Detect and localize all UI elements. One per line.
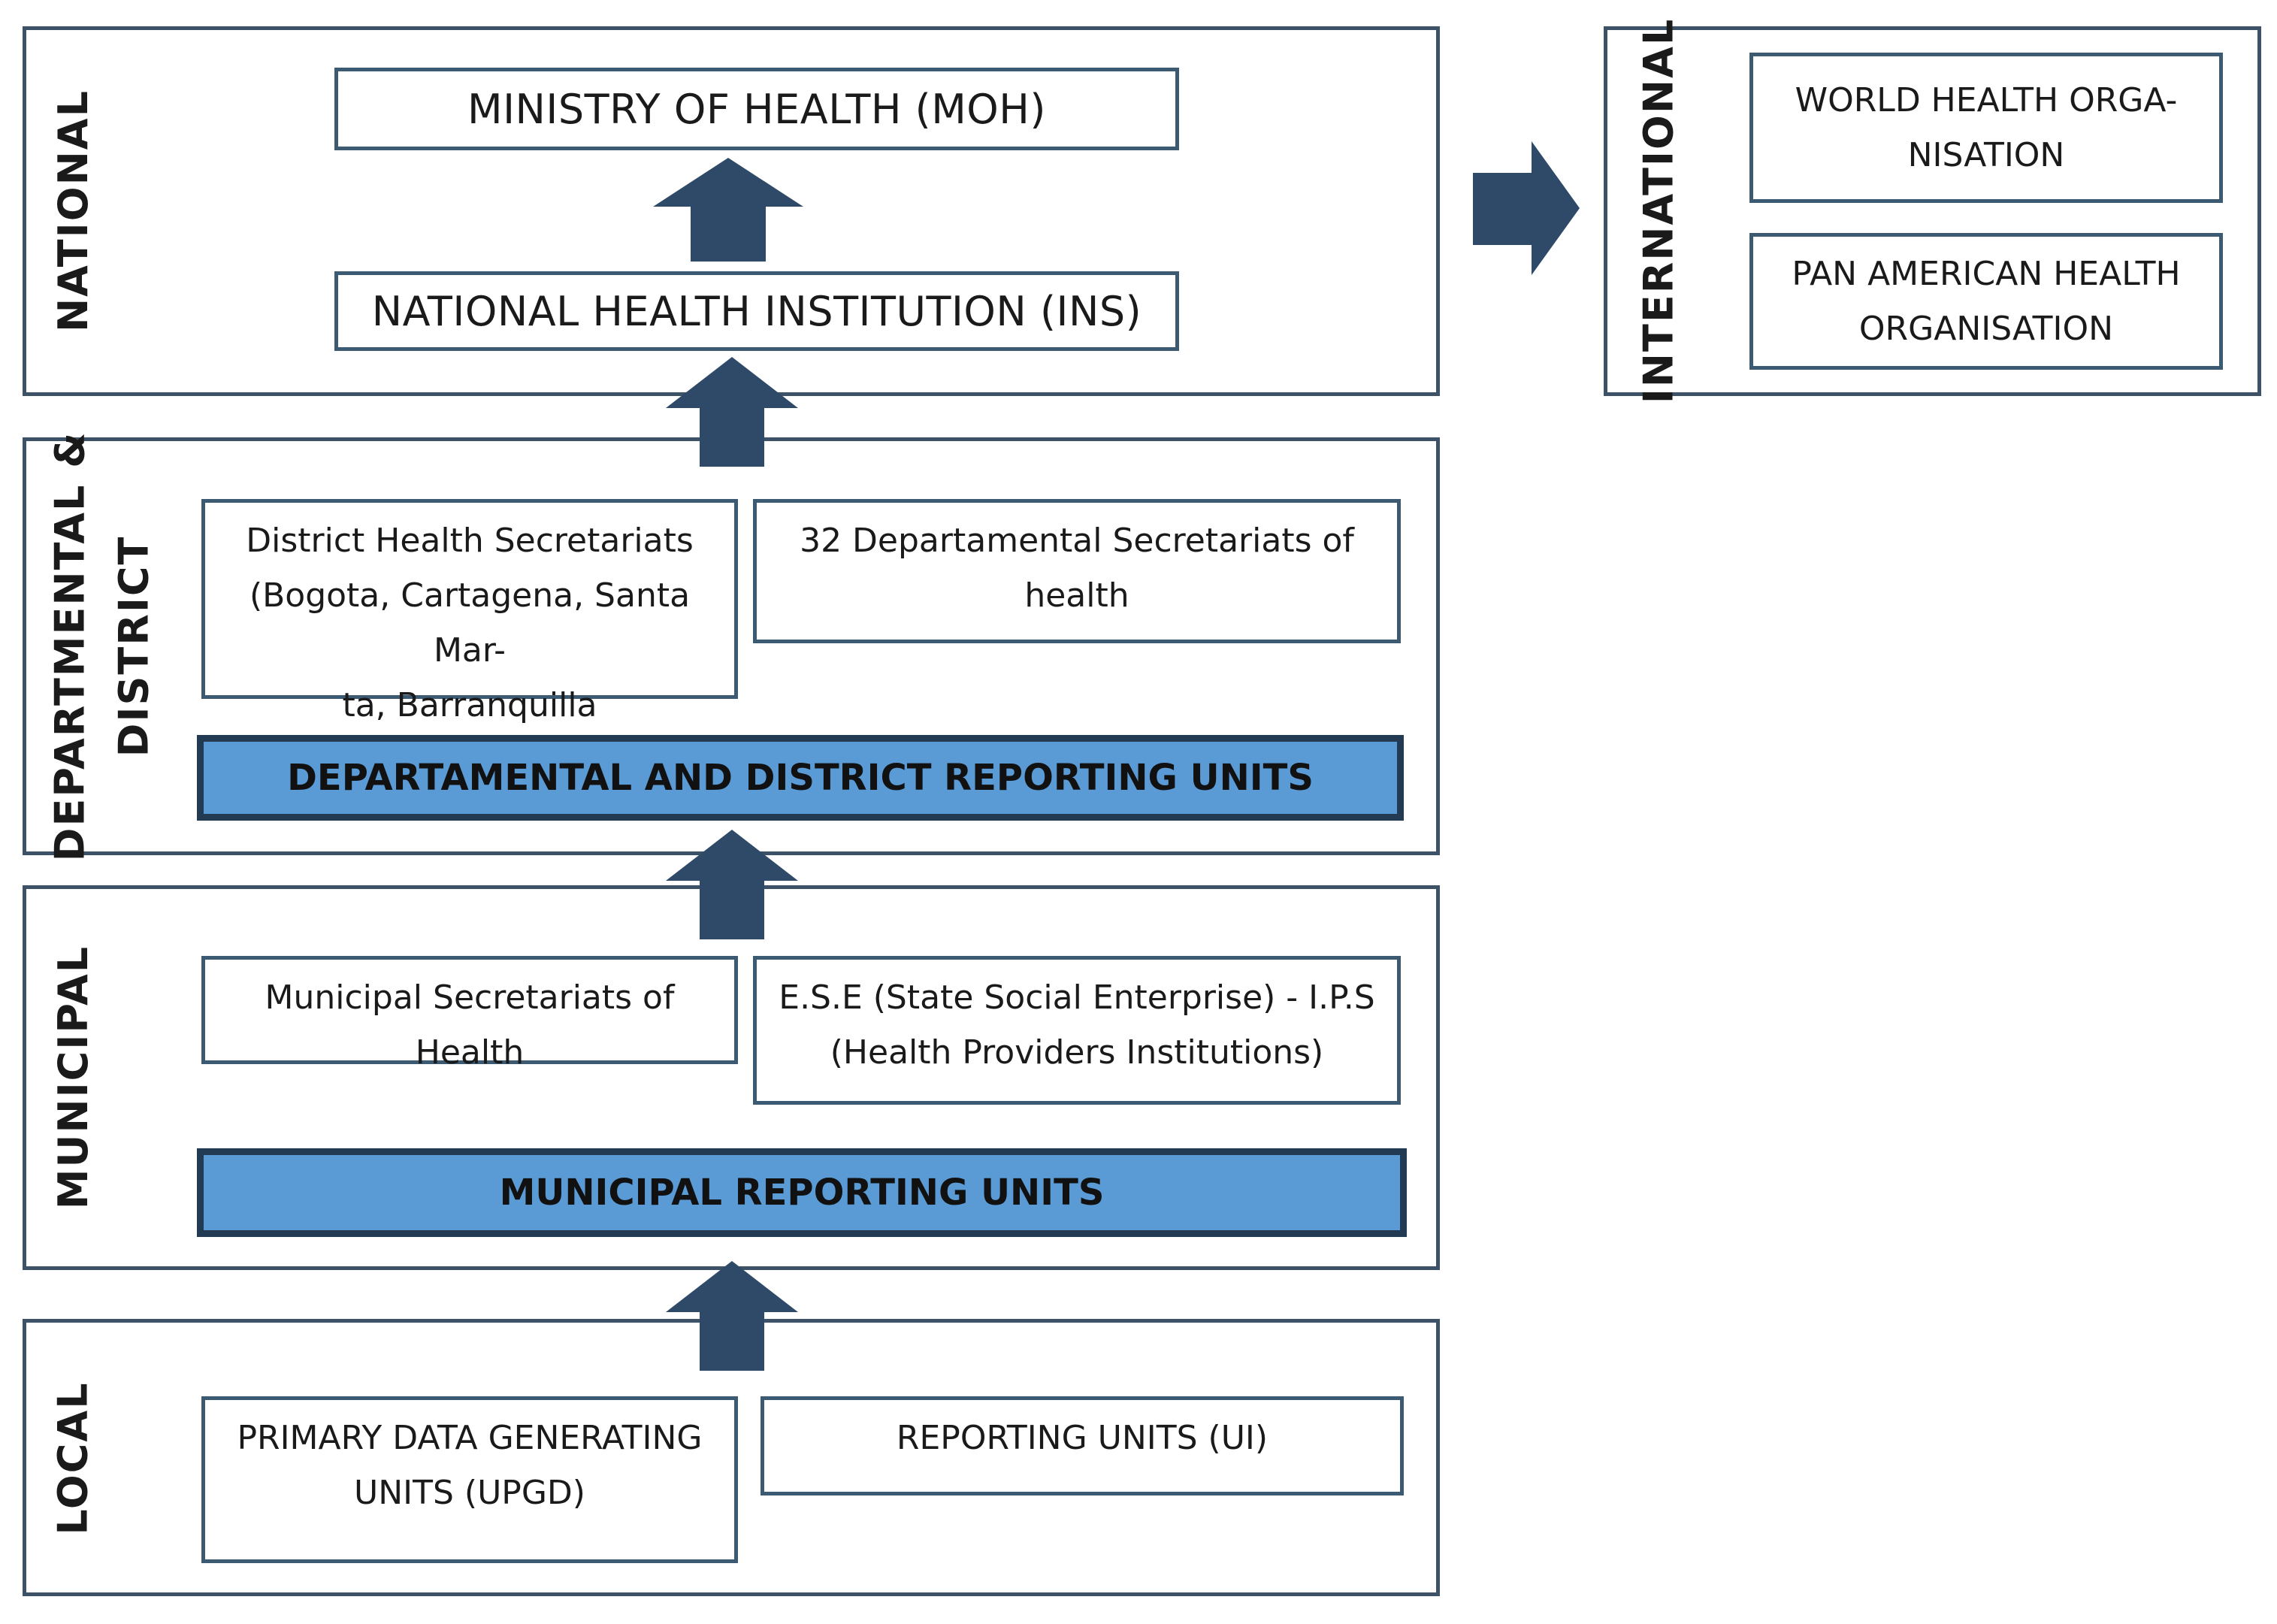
reporting-units-ui-label: REPORTING UNITS (UI) bbox=[896, 1419, 1269, 1457]
up-arrow-local-to-municipal bbox=[666, 1261, 798, 1371]
up-arrow-municipal-to-departmental bbox=[666, 830, 798, 939]
reporting-units-ui-box: REPORTING UNITS (UI) bbox=[761, 1396, 1404, 1495]
world-health-organisation-label: WORLD HEALTH ORGA- NISATION bbox=[1795, 81, 2178, 174]
district-health-secretariats-label: District Health Secretariats (Bogota, Ca… bbox=[246, 522, 694, 724]
municipal-secretariats-box: Municipal Secretariats of Health bbox=[201, 956, 738, 1072]
world-health-organisation-box: WORLD HEALTH ORGA- NISATION bbox=[1749, 53, 2223, 203]
departamental-secretariats-box: 32 Departamental Secretariats of health bbox=[753, 499, 1401, 643]
municipal-level-label: MUNICIPAL bbox=[50, 945, 98, 1209]
international-level-label-wrap: INTERNATIONAL bbox=[1607, 17, 1709, 404]
pan-american-health-organisation-label: PAN AMERICAN HEALTH ORGANISATION bbox=[1792, 255, 2181, 348]
departmental-district-level-label-wrap: DEPARTMENTAL & DISTRICT bbox=[26, 431, 177, 862]
municipal-reporting-units-label: MUNICIPAL REPORTING UNITS bbox=[499, 1172, 1105, 1214]
departmental-district-level-label: DEPARTMENTAL & DISTRICT bbox=[46, 431, 158, 862]
primary-data-generating-units-box: PRIMARY DATA GENERATING UNITS (UPGD) bbox=[201, 1396, 738, 1563]
national-level-label: NATIONAL bbox=[50, 89, 97, 332]
national-level-label-wrap: NATIONAL bbox=[26, 30, 120, 391]
district-health-secretariats-box: District Health Secretariats (Bogota, Ca… bbox=[201, 499, 738, 724]
ese-ips-box: E.S.E (State Social Enterprise) - I.P.S … bbox=[753, 956, 1401, 1105]
primary-data-generating-units-label: PRIMARY DATA GENERATING UNITS (UPGD) bbox=[237, 1419, 703, 1512]
departamental-district-reporting-units-band: DEPARTAMENTAL AND DISTRICT REPORTING UNI… bbox=[197, 735, 1404, 821]
municipal-reporting-units-band: MUNICIPAL REPORTING UNITS bbox=[197, 1148, 1407, 1237]
up-arrow-departmental-to-ins bbox=[666, 357, 798, 467]
right-arrow-national-to-international bbox=[1473, 141, 1580, 275]
pan-american-health-organisation-box: PAN AMERICAN HEALTH ORGANISATION bbox=[1749, 233, 2223, 370]
departamental-district-reporting-units-label: DEPARTAMENTAL AND DISTRICT REPORTING UNI… bbox=[287, 757, 1314, 799]
departamental-secretariats-label: 32 Departamental Secretariats of health bbox=[800, 522, 1354, 615]
municipal-level-label-wrap: MUNICIPAL bbox=[26, 889, 120, 1265]
national-health-institution-box: NATIONAL HEALTH INSTITUTION (INS) bbox=[334, 271, 1179, 351]
ministry-of-health-label: MINISTRY OF HEALTH (MOH) bbox=[467, 85, 1046, 133]
international-level-label: INTERNATIONAL bbox=[1634, 17, 1683, 404]
ministry-of-health-box: MINISTRY OF HEALTH (MOH) bbox=[334, 68, 1179, 150]
ese-ips-label: E.S.E (State Social Enterprise) - I.P.S … bbox=[779, 978, 1375, 1072]
up-arrow-ins-to-moh bbox=[653, 158, 803, 262]
local-level-label-wrap: LOCAL bbox=[26, 1323, 120, 1593]
municipal-secretariats-label: Municipal Secretariats of Health bbox=[265, 978, 675, 1072]
local-level-label: LOCAL bbox=[50, 1381, 98, 1535]
national-health-institution-label: NATIONAL HEALTH INSTITUTION (INS) bbox=[371, 287, 1142, 335]
